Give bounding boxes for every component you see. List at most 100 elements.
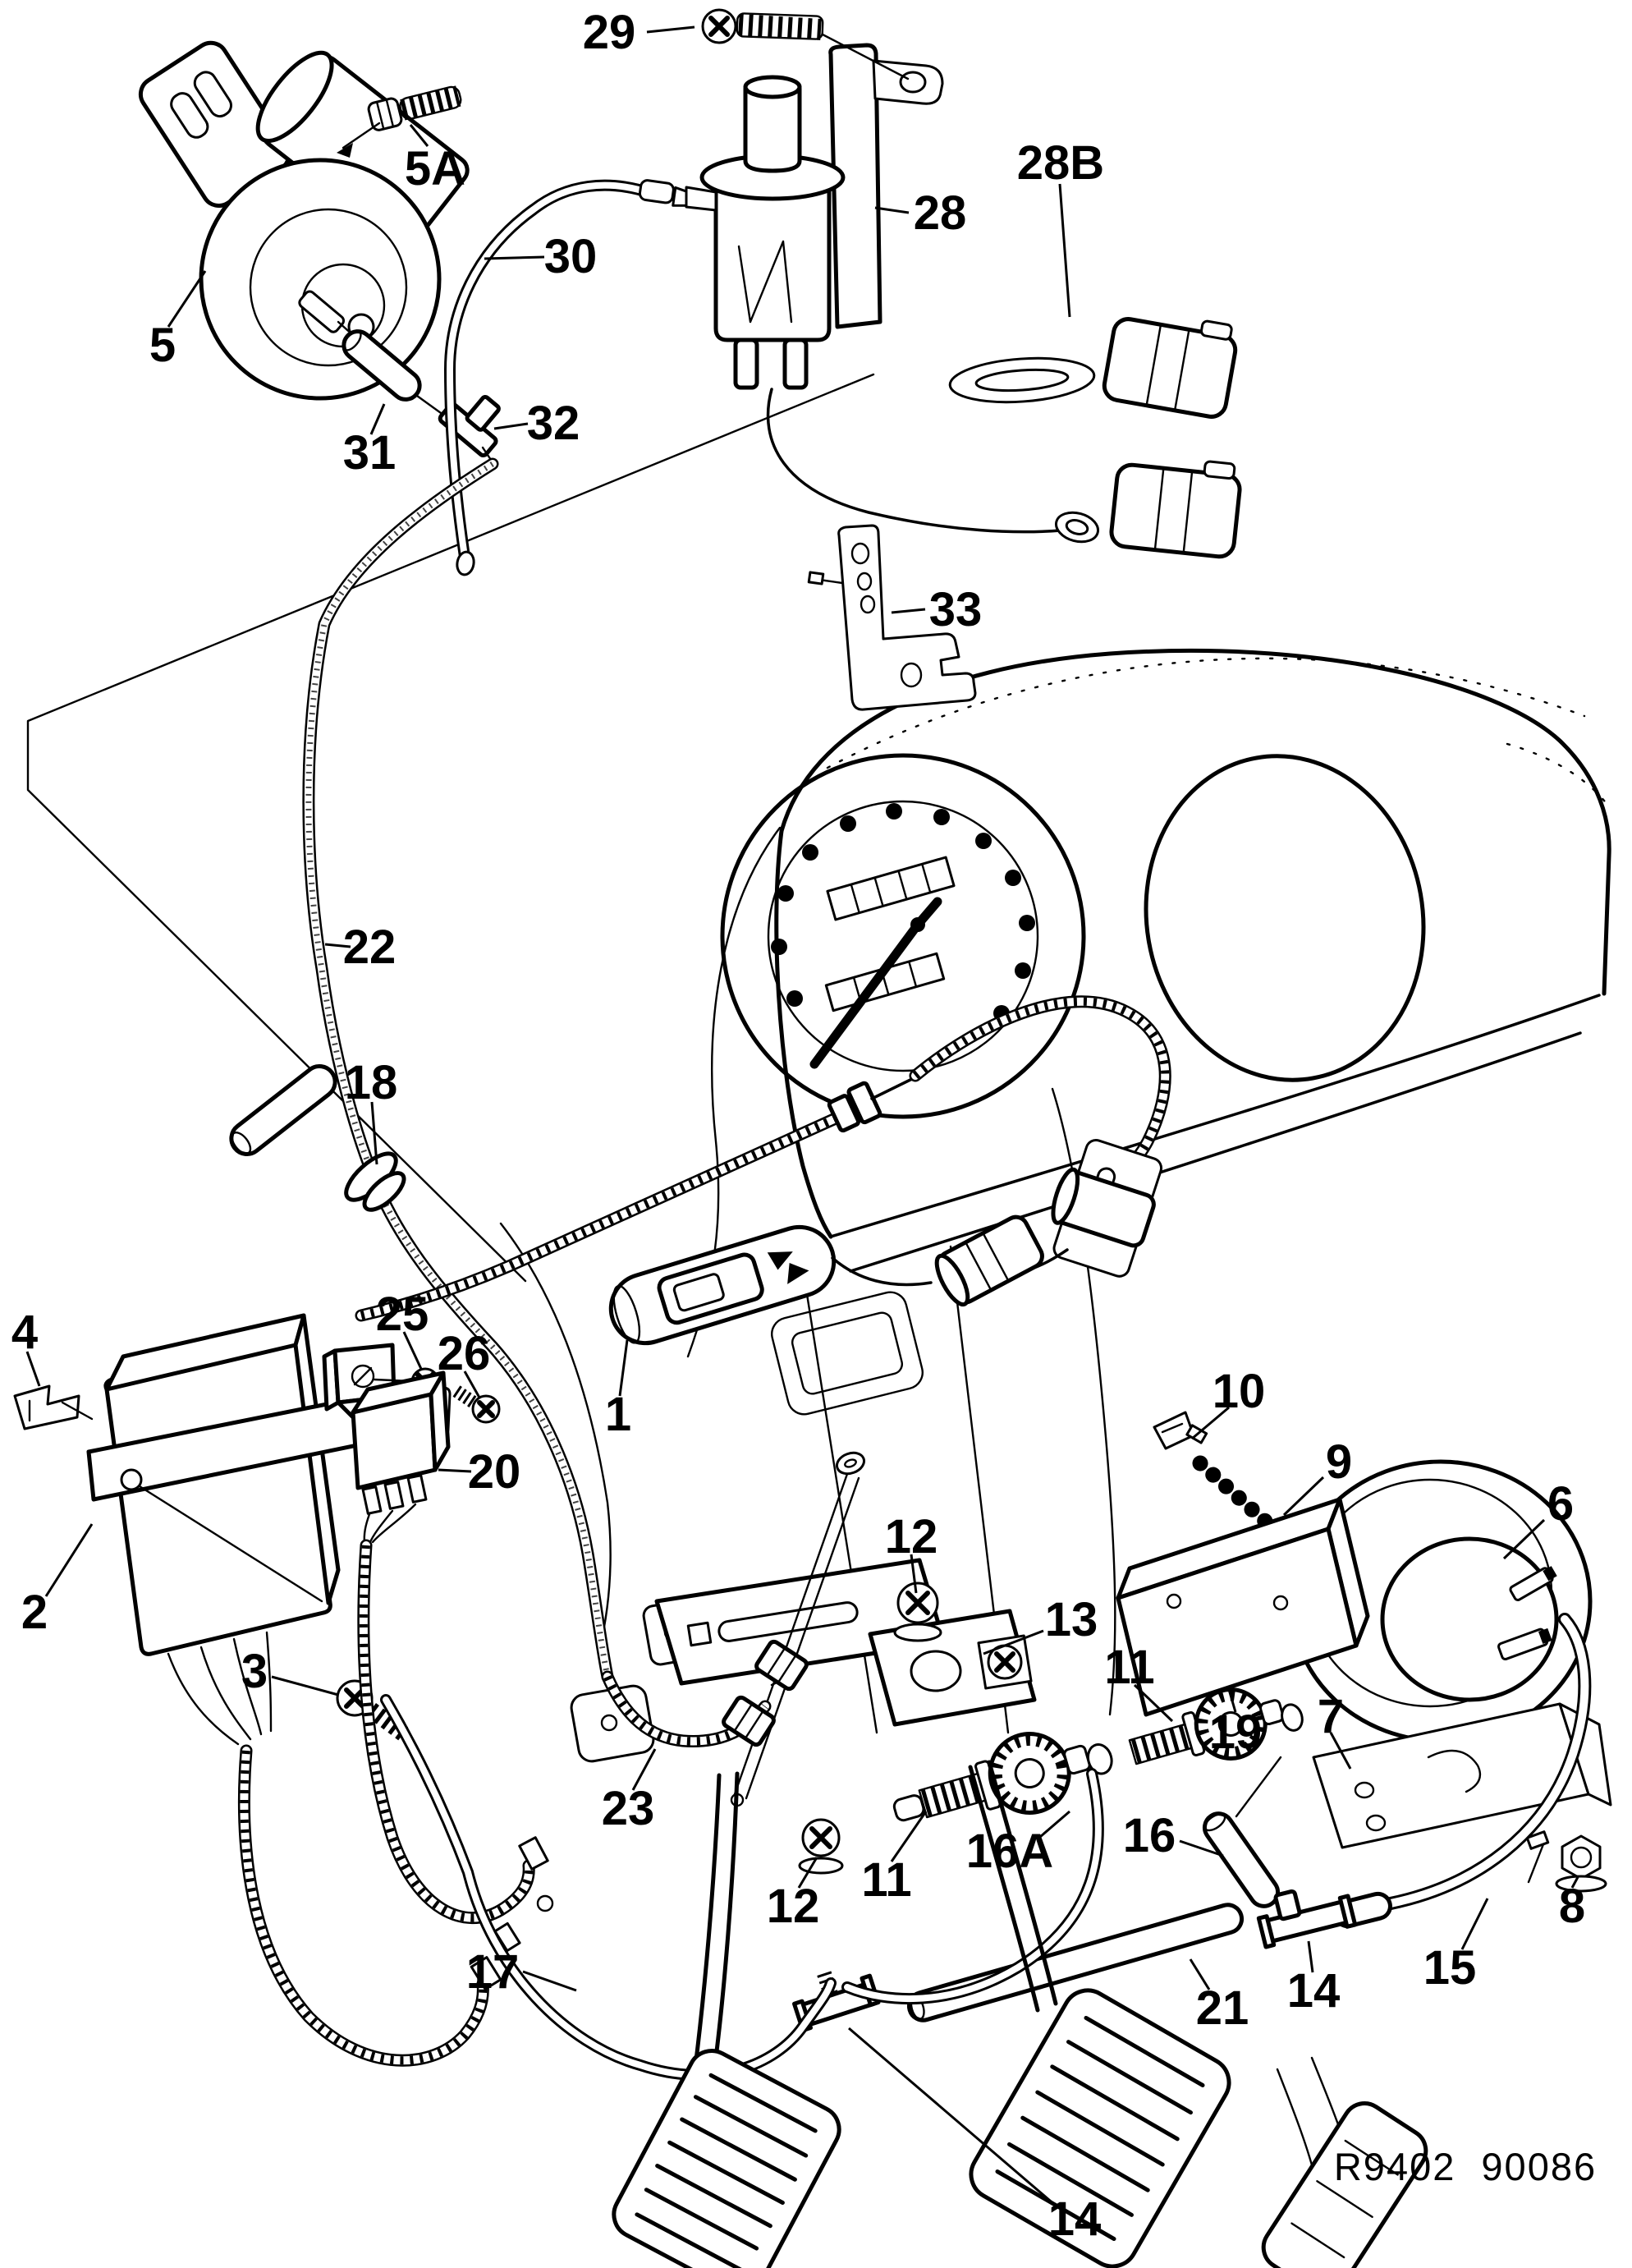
servo-bracket-7 bbox=[1312, 1702, 1612, 1849]
callout-4: 4 bbox=[11, 1306, 38, 1359]
binnacle-left-edge bbox=[774, 829, 833, 1239]
cluster-connector-unit bbox=[1051, 1139, 1163, 1278]
vacuum-hose-15 bbox=[1384, 1613, 1592, 1910]
module-front-face bbox=[103, 1338, 332, 1656]
speedometer-tick-dots bbox=[771, 803, 1035, 1022]
screw-12-upper bbox=[893, 1582, 942, 1642]
dash-lower-edge-2 bbox=[849, 1031, 1582, 1273]
callout-33: 33 bbox=[929, 583, 983, 636]
callout-8: 8 bbox=[1559, 1880, 1585, 1933]
callout-31: 31 bbox=[343, 426, 397, 480]
stalk-switch-1 bbox=[608, 1214, 1044, 1346]
link-tube-31 bbox=[337, 320, 448, 419]
vacuum-hose-17 bbox=[380, 1694, 837, 2081]
callout-1: 1 bbox=[605, 1388, 631, 1441]
pump-bracket bbox=[138, 40, 291, 208]
callout-leader-14-right bbox=[1307, 1940, 1314, 1973]
callout-leader-18 bbox=[370, 1101, 378, 1165]
accelerator-pedal bbox=[1261, 2056, 1428, 2268]
callout-leader-1 bbox=[618, 1339, 629, 1397]
screw-26 bbox=[452, 1385, 501, 1424]
heater-panel bbox=[771, 1291, 924, 1416]
dash-lower-edge bbox=[829, 994, 1601, 1238]
cable-ferrule bbox=[827, 1081, 882, 1133]
callout-30: 30 bbox=[544, 230, 598, 283]
callout-leader-13 bbox=[983, 1629, 1044, 1655]
module-harness bbox=[237, 1744, 554, 2067]
pump-output-shaft bbox=[298, 290, 346, 333]
callout-leader-12-lower bbox=[797, 1857, 818, 1889]
callout-18: 18 bbox=[345, 1056, 398, 1109]
callout-19: 19 bbox=[1209, 1706, 1263, 1759]
callout-3: 3 bbox=[241, 1645, 268, 1698]
callout-32: 32 bbox=[527, 397, 580, 450]
callout-leader-2 bbox=[44, 1523, 94, 1597]
callout-leader-14-bottom bbox=[848, 2027, 1057, 2207]
callout-leader-11-right bbox=[1133, 1683, 1174, 1723]
vacuum-pump-assembly bbox=[138, 40, 470, 401]
callout-leader-9 bbox=[1282, 1476, 1325, 1517]
callout-14-bottom: 14 bbox=[1048, 2192, 1102, 2246]
callout-12-lower: 12 bbox=[767, 1880, 820, 1933]
callout-leader-31 bbox=[369, 403, 386, 435]
callout-leader-23 bbox=[631, 1748, 657, 1791]
instrument-cluster bbox=[720, 753, 1426, 1119]
callout-leader-32 bbox=[493, 422, 529, 430]
callout-leader-16 bbox=[1179, 1839, 1224, 1857]
relay-body bbox=[351, 1370, 451, 1515]
callout-14-right: 14 bbox=[1287, 1964, 1341, 2018]
valve-inlet-port bbox=[685, 186, 717, 212]
callout-20: 20 bbox=[468, 1445, 521, 1499]
callout-leader-15 bbox=[1460, 1898, 1489, 1950]
callout-leader-16a bbox=[1039, 1810, 1070, 1839]
callout-leader-5a bbox=[409, 124, 429, 147]
harness-terminal bbox=[518, 1836, 549, 1871]
relay-harness bbox=[357, 1539, 549, 1925]
speedometer-bezel bbox=[720, 753, 1086, 1119]
pointer-arrowhead bbox=[337, 143, 353, 158]
harness-23 bbox=[601, 1639, 809, 1748]
switch-to-tube-line bbox=[1235, 1756, 1282, 1818]
callout-leader-3 bbox=[271, 1675, 339, 1696]
module-side-face bbox=[293, 1313, 341, 1605]
valve-body bbox=[685, 75, 846, 390]
tachometer-opening bbox=[1144, 754, 1426, 1082]
tunnel-curve bbox=[499, 1222, 612, 1652]
vacuum-hose-16a bbox=[841, 1768, 1104, 2005]
screw-29 bbox=[701, 8, 824, 44]
callout-7: 7 bbox=[1318, 1690, 1344, 1743]
callout-leader-6 bbox=[1502, 1518, 1546, 1560]
callout-leader-10 bbox=[1191, 1406, 1230, 1440]
chain-clip-10 bbox=[1153, 1411, 1208, 1450]
callout-leader-17 bbox=[522, 1970, 577, 1992]
callout-10: 10 bbox=[1213, 1365, 1266, 1418]
drawing-number: R9402 90086 bbox=[1334, 2145, 1597, 2188]
callout-leader-29 bbox=[646, 25, 695, 34]
cable-22 bbox=[302, 457, 614, 1683]
callout-16: 16 bbox=[1123, 1809, 1176, 1862]
callout-23: 23 bbox=[602, 1782, 655, 1835]
screw-plug-5a bbox=[337, 85, 462, 158]
vacuum-valve-28 bbox=[685, 33, 1062, 534]
callout-25: 25 bbox=[376, 1288, 429, 1341]
callout-28b: 28B bbox=[1017, 136, 1104, 190]
callout-11-lower: 11 bbox=[861, 1853, 911, 1907]
stalk-cable bbox=[831, 1256, 933, 1287]
odometer-window bbox=[826, 856, 956, 921]
mounting-bracket-33 bbox=[807, 524, 977, 711]
pedal-switch-11-right bbox=[1128, 1687, 1304, 1765]
callout-13: 13 bbox=[1045, 1593, 1098, 1646]
brake-pedal bbox=[968, 1760, 1231, 2268]
vacuum-tube-16 bbox=[1202, 1811, 1281, 1908]
callout-leader-28b bbox=[1058, 183, 1071, 318]
callout-2: 2 bbox=[21, 1586, 48, 1639]
callout-leader-33 bbox=[891, 608, 926, 614]
callout-leader-28 bbox=[874, 206, 910, 214]
lock-nut-8 bbox=[1525, 1830, 1607, 1893]
callout-16a: 16A bbox=[966, 1825, 1053, 1878]
callout-leader-19 bbox=[1226, 1686, 1237, 1713]
callout-leader-22 bbox=[324, 943, 351, 948]
retaining-clip-4 bbox=[13, 1384, 94, 1430]
